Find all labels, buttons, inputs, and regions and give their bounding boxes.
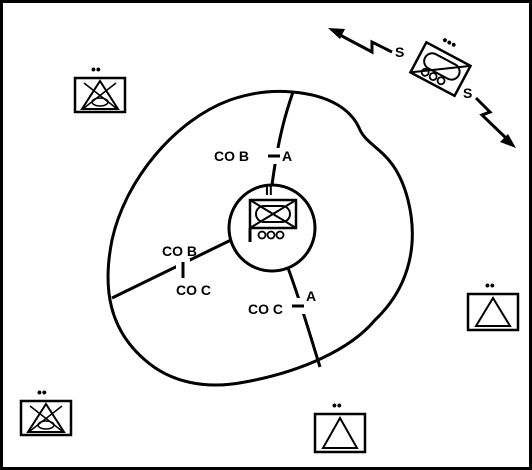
outpost-nw-echelon: ••: [91, 61, 101, 77]
label-co-b-top: CO B: [214, 148, 249, 164]
boundary-line-bc: [111, 238, 232, 300]
outpost-sw-echelon: ••: [37, 384, 47, 400]
boundary-line-ca: [286, 267, 322, 368]
boundary-line-ab: [270, 91, 295, 186]
defense-perimeter: [106, 89, 414, 387]
label-co-c-right: CO C: [248, 301, 283, 317]
label-a-top: A: [282, 148, 292, 164]
screen-unit-echelon: •••: [439, 32, 460, 53]
outpost-e-icon: ••: [466, 277, 520, 332]
screen-marker-right: S: [463, 85, 472, 101]
boundary-symbol-ca: [290, 298, 306, 314]
zigzag-arrow-right: [474, 96, 516, 148]
boundary-symbol-ab: [266, 148, 282, 164]
outpost-s-icon: ••: [313, 397, 367, 454]
battalion-hq-icon: II: [248, 182, 298, 242]
outpost-sw-icon: ••: [19, 384, 73, 437]
label-co-c-left: CO C: [176, 282, 211, 298]
outpost-nw-icon: ••: [73, 61, 127, 114]
boundary-symbol-bc: [176, 259, 190, 281]
screen-unit-icon: •••: [408, 32, 473, 98]
outpost-s-echelon: ••: [332, 397, 342, 413]
label-co-b-left: CO B: [162, 243, 197, 259]
outpost-e-echelon: ••: [485, 277, 495, 293]
label-a-right: A: [306, 288, 316, 304]
zigzag-arrow-left: [328, 28, 393, 55]
screen-marker-left: S: [395, 44, 404, 60]
battalion-echelon: II: [265, 182, 273, 198]
